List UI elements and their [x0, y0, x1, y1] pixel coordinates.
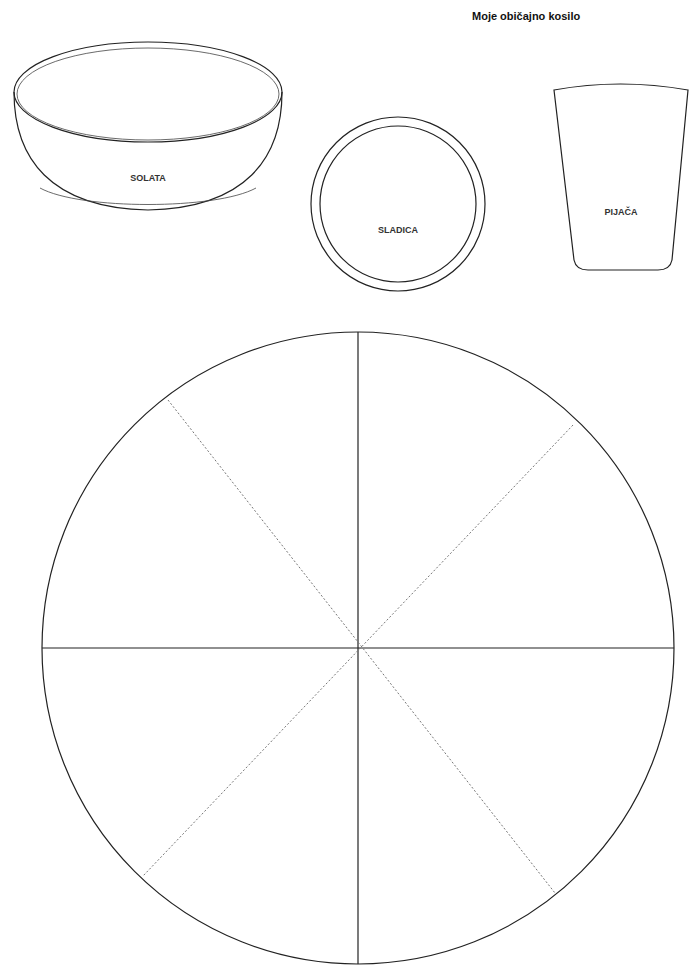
food-label: PIJAČA: [548, 207, 694, 217]
cup-shape: PIJAČA: [548, 78, 694, 278]
divider-dotted: [168, 400, 555, 893]
plate-outline: [42, 332, 674, 964]
page-title: Moje običajno kosilo: [472, 10, 580, 22]
divider-dotted: [143, 425, 573, 876]
plate-shape: SLADICA: [308, 114, 488, 294]
divider-line: [42, 647, 674, 648]
cup-shape-outline: [548, 78, 694, 278]
food-label: SLADICA: [308, 225, 488, 235]
food-label: SOLATA: [10, 173, 286, 183]
plate-shape-outline: [308, 114, 488, 294]
bowl-shape: SOLATA: [10, 38, 286, 214]
bowl-shape-outline: [10, 38, 286, 214]
